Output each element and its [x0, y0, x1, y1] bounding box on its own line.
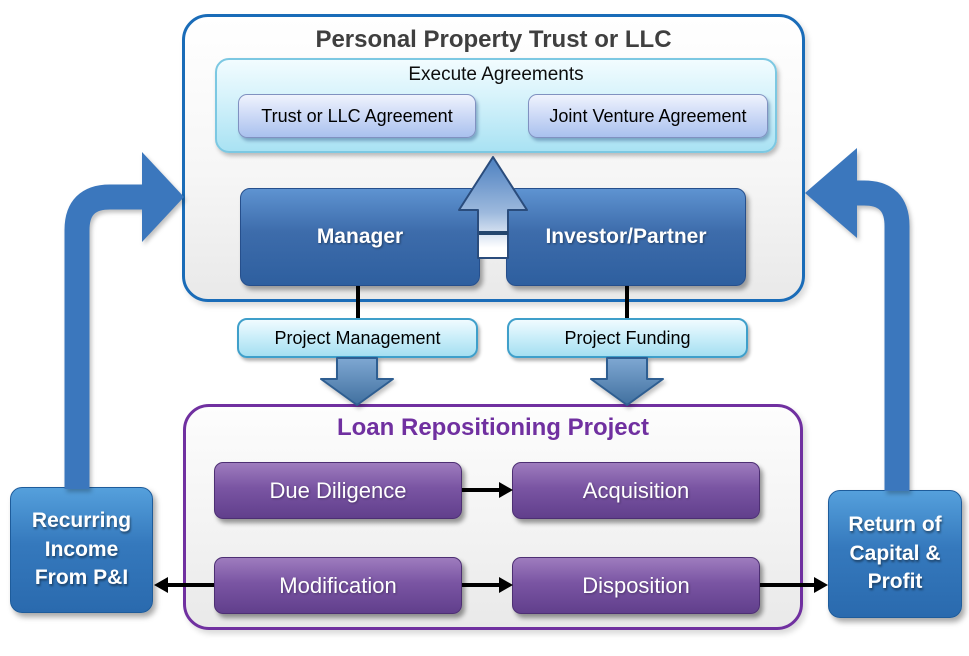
left-return-flow-arrow-icon	[64, 152, 184, 489]
trust-or-llc-agreement-box: Trust or LLC Agreement	[238, 94, 476, 138]
modification-box: Modification	[214, 557, 462, 614]
right-return-flow-arrow-icon	[805, 148, 910, 491]
down-block-arrow-icon	[320, 357, 394, 406]
disposition-box: Disposition	[512, 557, 760, 614]
loan-project-title: Loan Repositioning Project	[336, 414, 649, 441]
recurring-income-line: Recurring	[31, 509, 132, 533]
return-capital-line: Return of	[848, 513, 942, 537]
investor-partner-box: Investor/Partner	[506, 188, 746, 286]
project-management-box: Project Management	[237, 318, 478, 358]
due-diligence-box: Due Diligence	[214, 462, 462, 519]
execute-agreements-title: Execute Agreements	[408, 64, 584, 85]
project-funding-box: Project Funding	[507, 318, 748, 358]
return-capital-line: Capital &	[849, 541, 941, 565]
trust-container-title: Personal Property Trust or LLC	[315, 26, 672, 53]
joint-venture-agreement-box: Joint Venture Agreement	[528, 94, 768, 138]
return-capital-line: Profit	[867, 570, 923, 594]
recurring-income-box: Recurring Income From P&I	[10, 487, 153, 613]
recurring-income-line: From P&I	[34, 566, 129, 590]
down-block-arrow-icon	[590, 357, 664, 406]
return-of-capital-box: Return of Capital & Profit	[828, 490, 962, 618]
manager-box: Manager	[240, 188, 480, 286]
recurring-income-line: Income	[44, 537, 119, 561]
acquisition-box: Acquisition	[512, 462, 760, 519]
